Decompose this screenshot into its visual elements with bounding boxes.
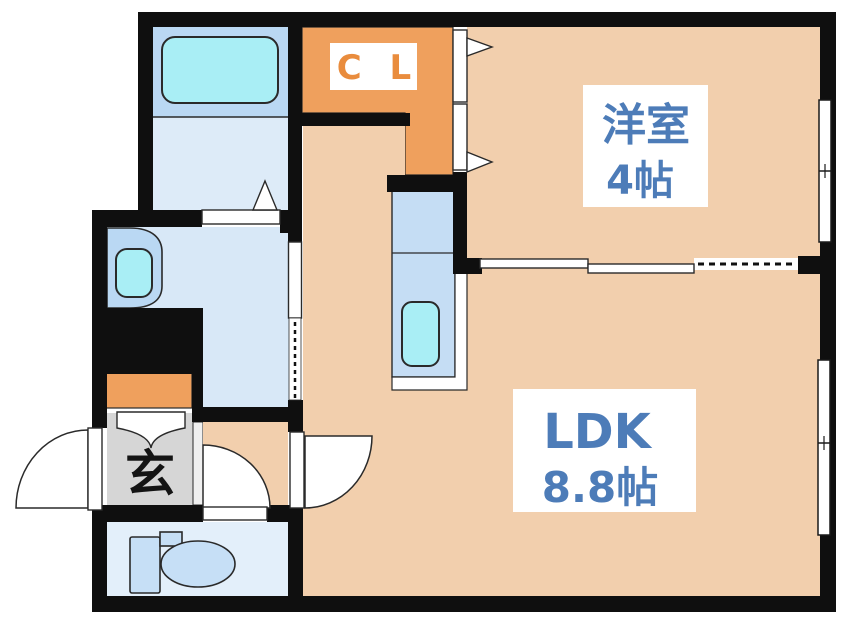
wall-bath-corner <box>280 210 302 233</box>
bathtub <box>161 36 279 104</box>
wall-cabinet-side <box>192 373 203 413</box>
toilet-cistern <box>159 531 183 547</box>
ldk-size: 8.8帖 <box>542 463 658 512</box>
wall-ldk-door-jamb <box>288 400 303 432</box>
wall-washroom-block <box>92 308 203 374</box>
closet-label-box <box>330 43 417 90</box>
toilet-door-leaf <box>202 506 268 521</box>
shoe-cabinet-doors <box>116 411 186 449</box>
wall-hall-bottom-left <box>92 505 203 522</box>
bathroom-door-leaf <box>201 209 281 225</box>
wall-partition-right <box>798 256 820 274</box>
closet-door-panel-2 <box>452 103 468 171</box>
entrance-step <box>192 421 204 506</box>
closet-door-arrow-2 <box>466 150 494 174</box>
wall-left-lower <box>92 508 107 612</box>
wall-toilet-right <box>288 505 303 612</box>
entrance-label: 玄 <box>125 445 175 503</box>
wall-closet-column <box>453 172 467 270</box>
ldk-label: LDK <box>543 404 652 460</box>
partition-sliding-panel-1 <box>479 258 589 269</box>
western-room-label-box <box>583 85 708 207</box>
window-western-room <box>818 99 832 243</box>
wall-hall-bottom-right <box>267 505 288 522</box>
partition-sliding-panel-2 <box>587 263 695 274</box>
window-ldk <box>817 359 831 536</box>
western-room-label: 洋室 <box>602 100 690 151</box>
ldk-label-box <box>513 389 696 512</box>
toilet-bowl <box>160 540 236 588</box>
front-door-leaf <box>87 427 103 511</box>
washroom-sliding-door <box>287 241 303 319</box>
vanity-sink-basin <box>115 248 153 298</box>
washroom-door-track <box>288 317 302 401</box>
ldk-door-leaf <box>289 431 305 509</box>
wall-kitchen-top <box>387 175 467 192</box>
kitchen-sink <box>401 301 440 367</box>
wall-left-upper <box>138 12 153 227</box>
wall-closet-bottom <box>302 113 410 126</box>
closet-door-arrow-1 <box>466 37 495 57</box>
closet-door-panel-1 <box>452 29 468 103</box>
ldk-door-swing <box>304 435 373 509</box>
western-room-size: 4帖 <box>606 158 674 204</box>
front-door-swing <box>15 429 89 509</box>
wall-bath-closet <box>288 12 302 242</box>
toilet-door-swing <box>202 444 271 509</box>
wall-bath-bottom <box>153 210 202 227</box>
closet-label: C L <box>337 48 419 88</box>
wall-washroom-leg-bottom <box>192 407 290 422</box>
bathroom-door-arrow <box>251 179 279 211</box>
wall-left-jog <box>92 210 153 227</box>
toilet-tank <box>129 536 161 594</box>
wall-top <box>138 12 836 27</box>
wall-partition-left <box>453 258 482 274</box>
wall-bottom <box>92 596 836 612</box>
shoe-cabinet <box>104 372 193 409</box>
